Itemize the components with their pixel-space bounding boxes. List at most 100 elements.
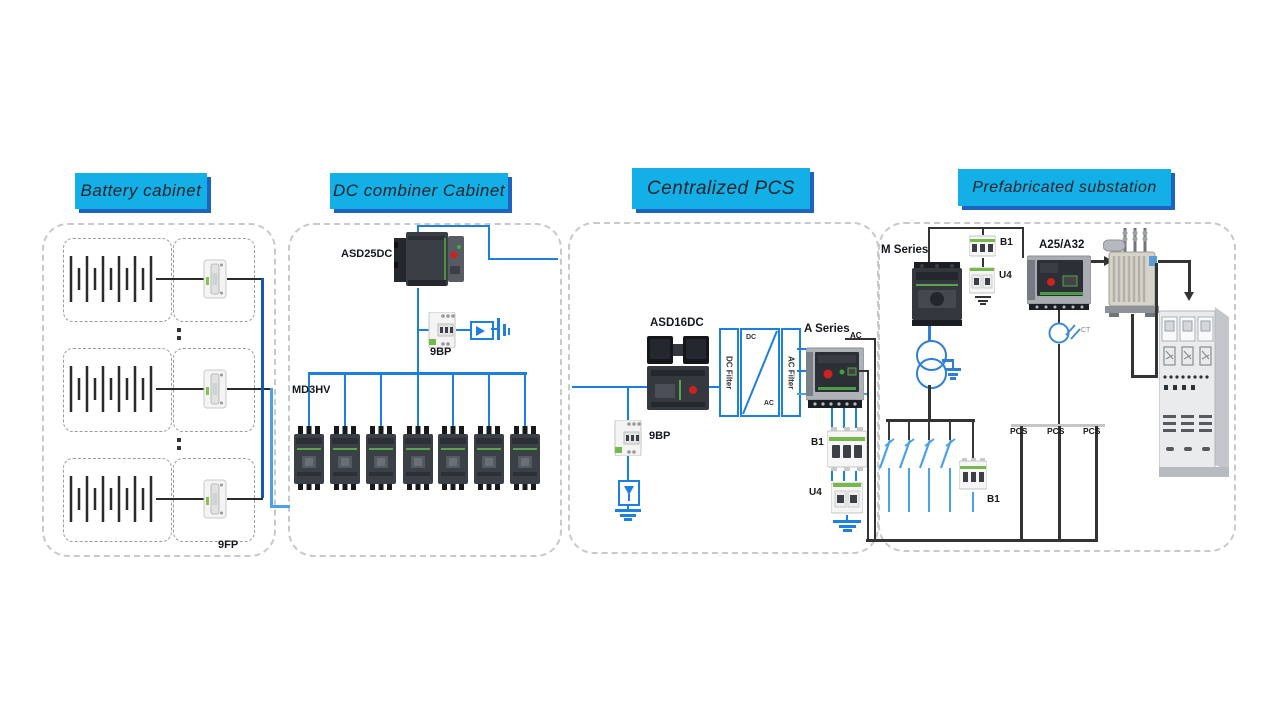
- wire: [227, 388, 272, 390]
- lv-bus: [886, 419, 975, 422]
- m-series-breaker: [912, 262, 962, 326]
- spd-9bp-device: [428, 311, 456, 349]
- b1-mcb-small: [968, 234, 997, 258]
- wire: [928, 385, 931, 421]
- wire: [156, 278, 206, 280]
- arrow-down-icon: [1184, 292, 1194, 301]
- wire: [1131, 314, 1134, 378]
- a25-a32-breaker: [1026, 252, 1092, 310]
- ct-label: CT: [1081, 327, 1091, 334]
- dc-combiner-title: DC combiner Cabinet: [330, 173, 508, 209]
- spd-9bp-device: [613, 419, 643, 457]
- ground-icon: [508, 328, 510, 335]
- ac-output-label: AC: [850, 331, 862, 340]
- wire: [972, 492, 974, 512]
- dc-bus: [308, 372, 527, 375]
- inverter-dc-label: DC: [746, 334, 757, 341]
- wire: [972, 422, 974, 458]
- battery-fuse-box: [173, 458, 255, 542]
- arrow-line: [1091, 260, 1105, 263]
- battery-rack-box: [63, 238, 172, 322]
- md3hv-breaker: [403, 426, 433, 490]
- ground-icon: [620, 514, 636, 517]
- wire: [982, 229, 984, 235]
- wire: [308, 375, 310, 426]
- wire: [942, 359, 954, 362]
- battery-fuse-box: [173, 238, 255, 322]
- battery-rack-box: [63, 348, 172, 432]
- battery-cells-icon: [66, 362, 158, 416]
- wire: [1131, 375, 1158, 378]
- wire: [845, 338, 876, 340]
- fuse-label: 9FP: [218, 539, 239, 551]
- wire: [417, 288, 419, 375]
- wire: [1020, 426, 1023, 540]
- wire: [1095, 426, 1098, 540]
- disconnector-switch: [917, 420, 941, 514]
- ground-icon: [615, 509, 641, 512]
- wire: [227, 278, 263, 280]
- b1-mcb-feeder: [958, 458, 988, 492]
- wire: [227, 498, 263, 500]
- md3hv-breaker: [366, 426, 396, 490]
- wire: [952, 359, 954, 368]
- wire: [572, 386, 720, 388]
- wire: [261, 278, 264, 498]
- wire: [867, 370, 869, 541]
- wire: [855, 471, 857, 481]
- ground-icon: [950, 377, 956, 380]
- prefabricated-substation-title: Prefabricated substation: [958, 169, 1171, 206]
- wire: [524, 375, 526, 426]
- fuse-holder-9fp: [203, 369, 227, 409]
- wire: [627, 504, 629, 509]
- ground-icon: [948, 373, 958, 376]
- wire: [456, 329, 470, 331]
- md3hv-label: MD3HV: [292, 384, 331, 396]
- ground-icon: [978, 300, 988, 302]
- fuse-holder-9fp: [203, 479, 227, 519]
- ground-icon: [503, 324, 506, 336]
- ground-icon: [945, 368, 961, 371]
- md3hv-breaker: [474, 426, 504, 490]
- ground-icon: [497, 318, 500, 340]
- wire: [846, 515, 848, 520]
- wire: [928, 326, 931, 342]
- wire: [831, 408, 833, 428]
- a25-a32-label: A25/A32: [1039, 239, 1085, 251]
- asd25dc-breaker: [394, 228, 466, 290]
- m-series-label: M Series: [881, 244, 929, 256]
- u4-spd-small: [968, 267, 996, 294]
- wire: [797, 370, 807, 372]
- wire: [1058, 344, 1060, 426]
- bottom-bus: [866, 539, 1098, 542]
- arrow-line: [1158, 260, 1191, 263]
- spd-9bp-label: 9BP: [649, 430, 671, 442]
- wire: [831, 471, 833, 481]
- b1-bottom-label: B1: [987, 494, 1000, 505]
- wire: [417, 225, 419, 233]
- battery-cabinet-title: Battery cabinet: [75, 173, 207, 209]
- ground-icon: [833, 520, 861, 523]
- ellipsis-dots: [177, 446, 181, 450]
- dc-combiner-box: [288, 223, 562, 557]
- pcs-bus: [1011, 424, 1105, 427]
- wire: [843, 408, 845, 428]
- surge-arrester-icon: [470, 321, 494, 340]
- wire: [855, 408, 857, 428]
- wire: [982, 258, 984, 267]
- ground-icon: [975, 296, 991, 298]
- switchgear-cabinet: [1158, 303, 1229, 479]
- asd16dc-breaker: [647, 336, 709, 412]
- disconnector-switch: [938, 420, 962, 514]
- wire: [344, 375, 346, 426]
- pcs-feeder-label: PCS: [1010, 426, 1028, 436]
- prefab-substation-box: [878, 222, 1236, 552]
- wire: [380, 375, 382, 426]
- ellipsis-dots: [177, 328, 181, 332]
- battery-fuse-box: [173, 348, 255, 432]
- ground-icon: [624, 518, 632, 521]
- u4-top-label: U4: [999, 270, 1012, 281]
- a-series-label: A Series: [804, 323, 850, 335]
- wire: [1022, 227, 1024, 258]
